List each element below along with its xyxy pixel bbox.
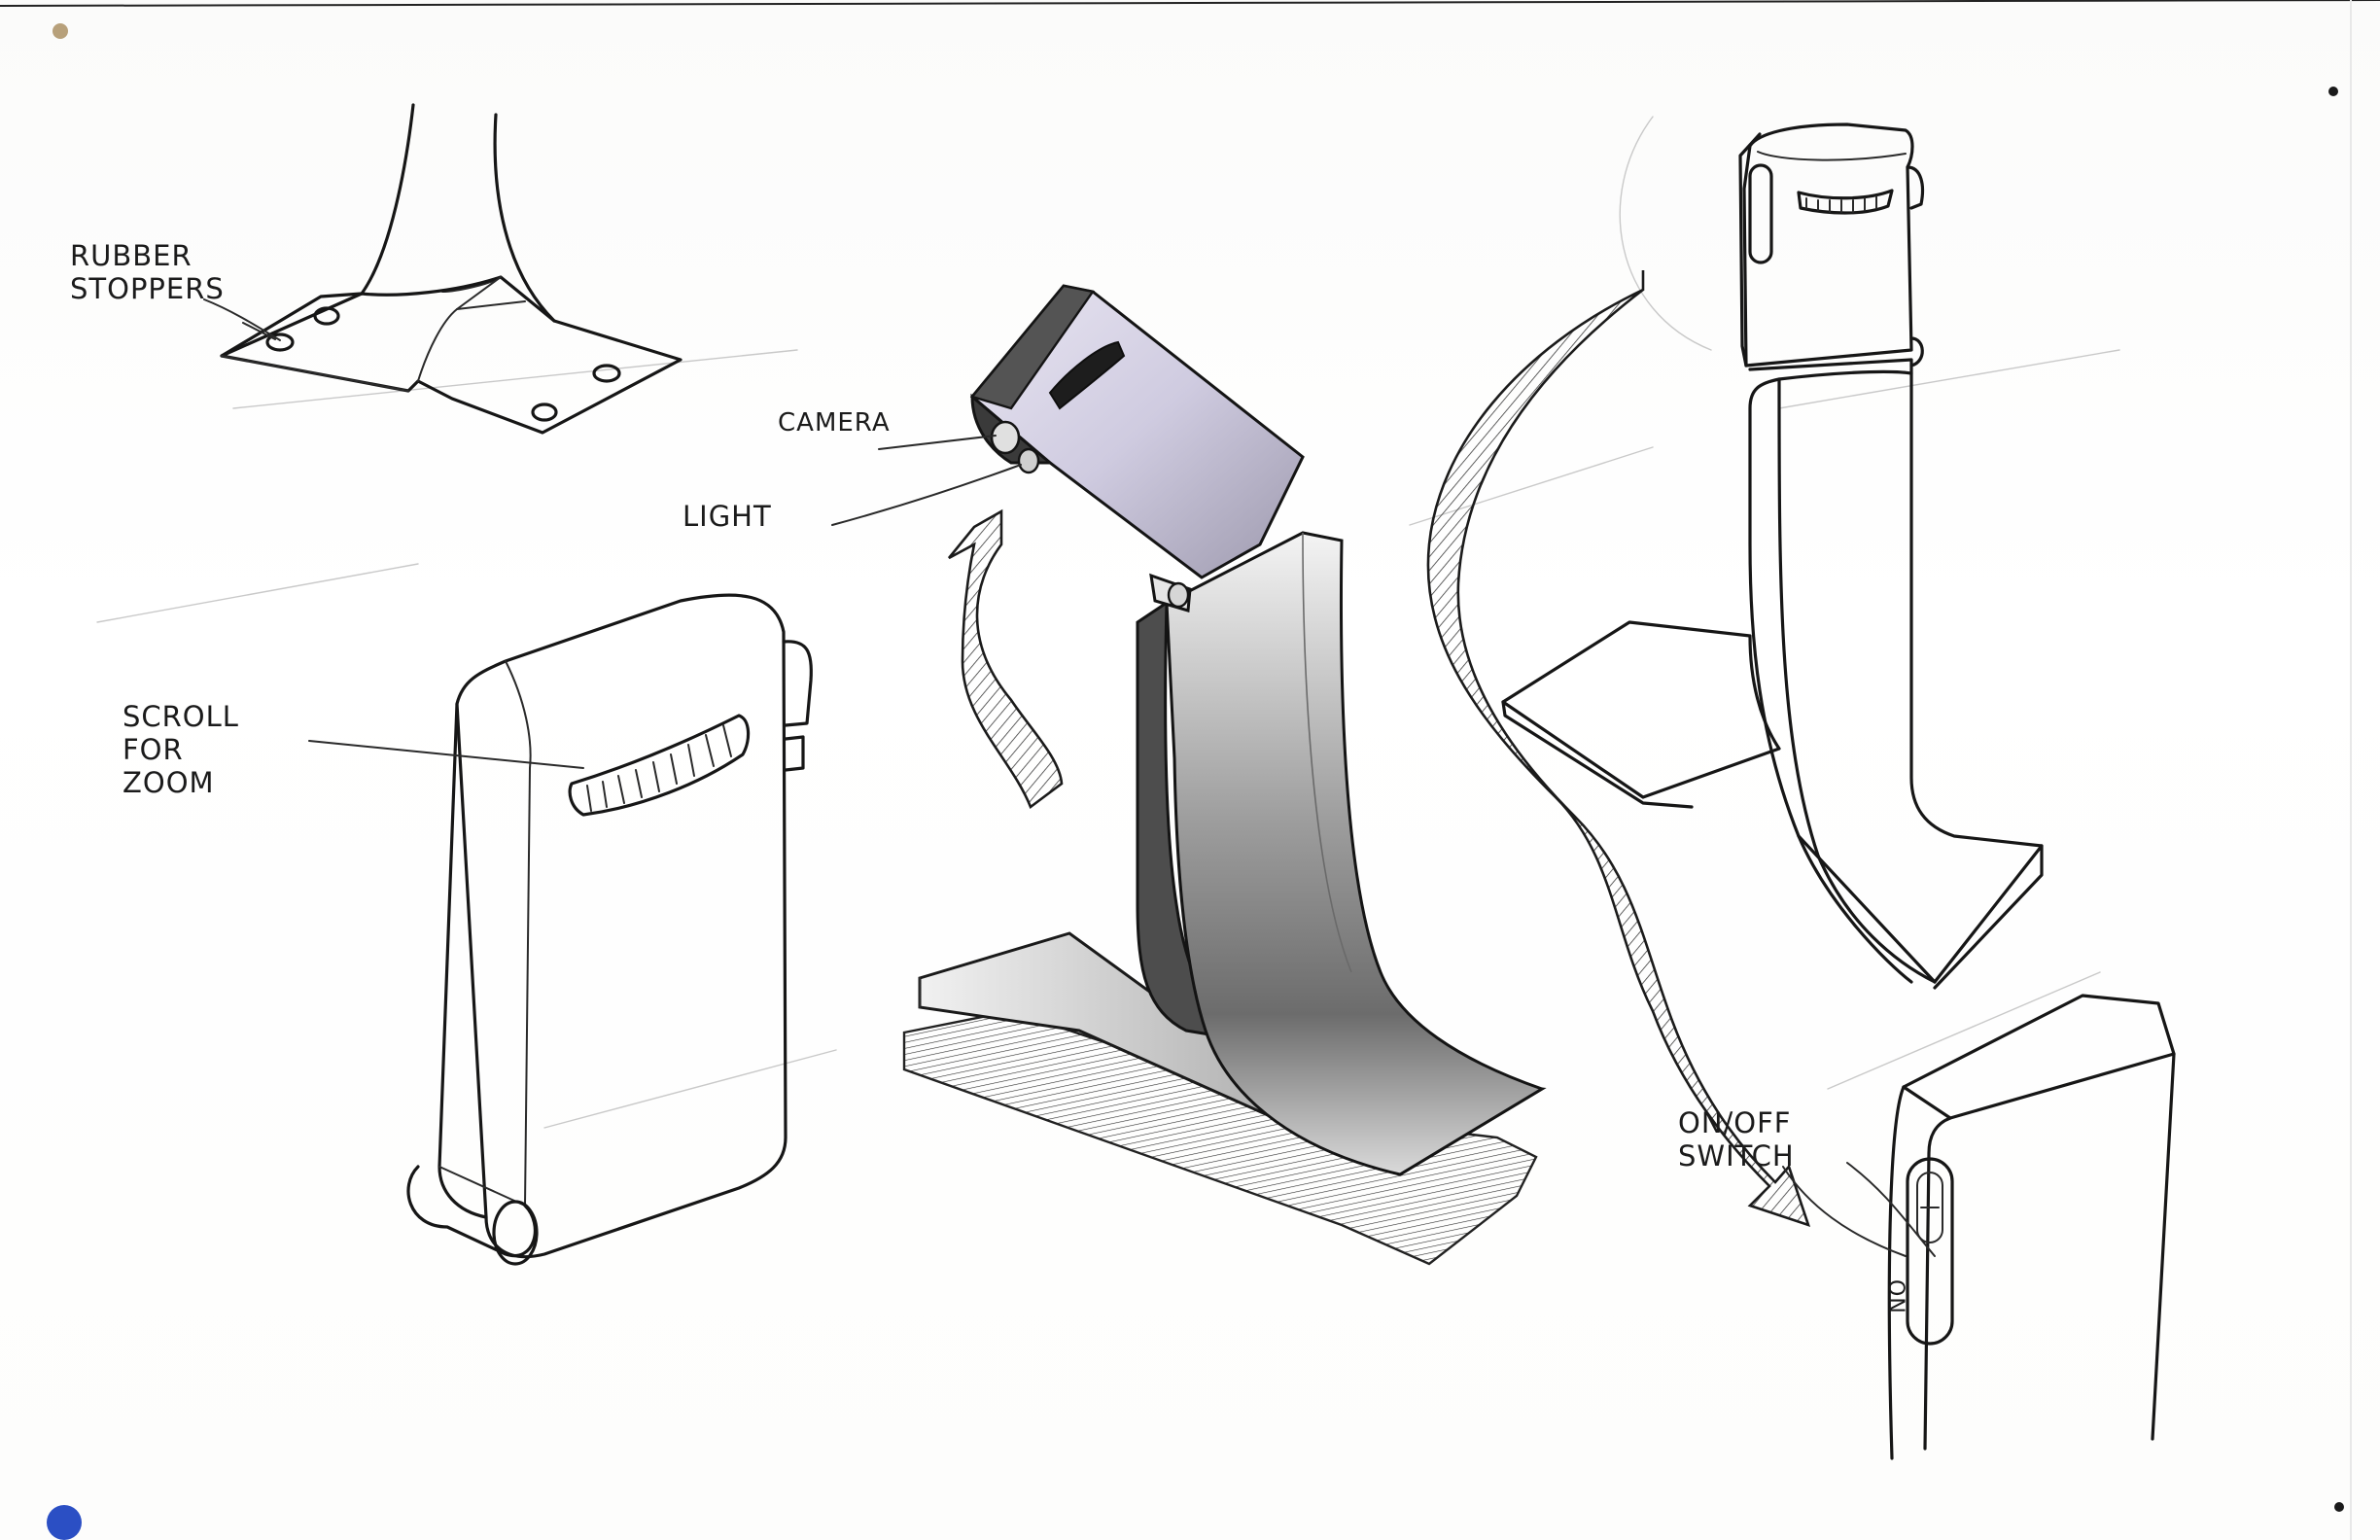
switch-side-sketch — [1846, 994, 2176, 1460]
camera-head-sketch — [406, 593, 813, 1266]
label-light: LIGHT — [682, 500, 772, 533]
base-stoppers-sketch — [220, 103, 682, 435]
label-on-off-switch: ON/OFF SWITCH — [1678, 1106, 1795, 1172]
label-camera: CAMERA — [778, 408, 891, 438]
switch-marking: ON — [1883, 1279, 1908, 1314]
leader-lines — [203, 298, 1907, 1257]
main-stand-sketch — [902, 284, 1547, 1266]
label-scroll-for-zoom: SCROLL FOR ZOOM — [122, 700, 239, 799]
construction-lines — [96, 116, 2120, 1129]
label-rubber-stoppers: RUBBER STOPPERS — [70, 239, 225, 305]
side-stand-sketch — [1426, 122, 2044, 1228]
